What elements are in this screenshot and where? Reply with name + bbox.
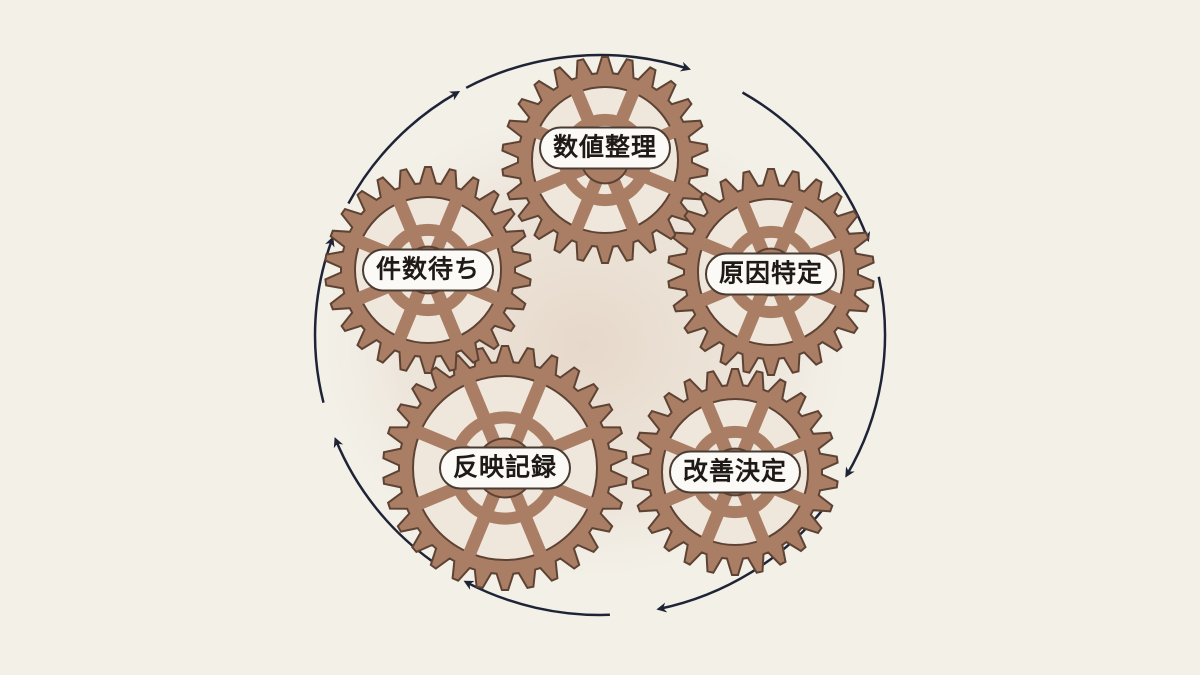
cycle-arrow-3	[845, 276, 887, 478]
gear-label-step-3: 改善決定	[668, 450, 802, 494]
gear-label-step-5: 件数待ち	[361, 248, 495, 292]
gear-label-step-2: 原因特定	[704, 252, 838, 296]
gear-label-step-1: 数値整理	[538, 126, 672, 170]
cycle-arrow-1	[465, 53, 691, 89]
cycle-arrow-5	[463, 580, 610, 617]
gear-label-step-4: 反映記録	[438, 446, 572, 490]
cycle-arrow-2	[741, 91, 871, 243]
cycle-arrow-8	[347, 91, 461, 205]
